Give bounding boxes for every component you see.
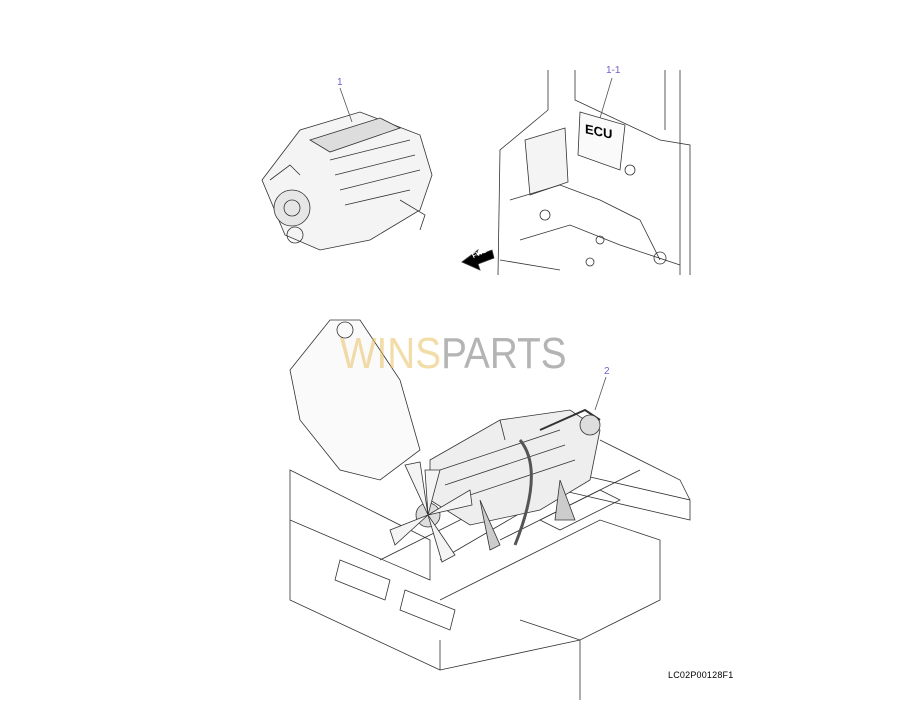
watermark: WINSPARTS	[340, 332, 567, 376]
callout-2[interactable]: 2	[604, 366, 610, 377]
engine-illustration	[261, 87, 433, 251]
frame-assembly-illustration	[289, 319, 691, 700]
fan-icon	[389, 461, 473, 563]
callout-1-1[interactable]: 1-1	[606, 65, 621, 76]
watermark-part1: WINS	[340, 329, 442, 378]
ecu-area-illustration	[461, 70, 691, 276]
watermark-part2: PARTS	[441, 329, 567, 378]
drawing-code: LC02P00128F1	[668, 670, 734, 680]
callout-1[interactable]: 1	[337, 77, 343, 88]
